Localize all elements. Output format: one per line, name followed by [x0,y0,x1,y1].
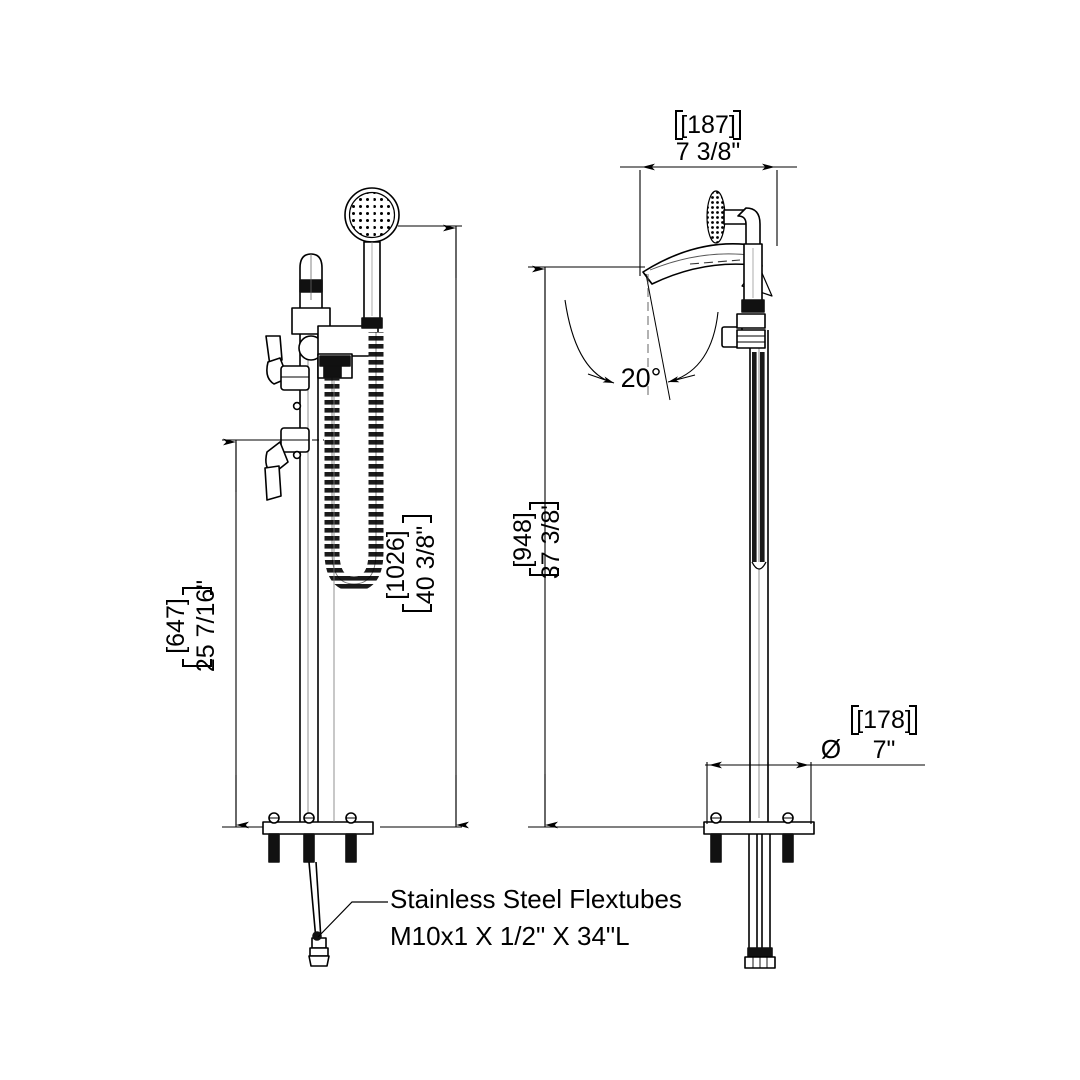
lower-lever-handle [264,427,324,501]
flextube-callout-line1: Stainless Steel Flextubes [390,884,682,914]
dim-overall-height-metric: [1026] [382,530,410,600]
side-base-bolts [710,812,794,863]
dim-spout-height-metric: [948] [509,512,537,568]
flexible-hose [323,332,384,592]
main-riser-column [299,330,319,822]
dim-handle-height-imperial: 25 7/16" [192,580,220,672]
dim-spout-height [528,265,704,829]
dim-base-diameter [705,761,925,824]
side-base-plate [703,812,815,863]
dim-base-diameter-symbol: Ø [821,734,841,764]
dim-spout-reach-metric: [187] [680,111,736,139]
upper-lever-handle [265,335,310,411]
side-flextube-assembly [744,834,776,969]
floor-mount-base-plate [262,380,374,863]
dim-handle-height [222,438,292,829]
side-elevation-view [642,190,815,969]
dim-spout-angle-value: 20° [621,363,662,393]
handshower-side [706,190,765,313]
dim-base-diameter-metric: [178] [856,706,912,734]
flextube-assembly [308,861,330,967]
handshower-wand [361,241,383,329]
dim-spout-angle [564,273,719,401]
base-bolts [268,812,357,863]
dim-spout-reach-imperial: 7 3/8" [676,138,740,166]
dim-handle-height-metric: [647] [162,598,190,654]
dim-spout-height-imperial: 37 3/8" [537,501,565,579]
dim-overall-height [380,224,469,829]
side-flexible-hose [751,352,767,570]
dim-base-diameter-imperial: 7" [873,736,896,764]
metric-brackets [182,110,917,735]
dim-overall-height-imperial: 40 3/8" [412,526,440,604]
flextube-leader-line [317,901,388,938]
flextube-callout-line2: M10x1 X 1/2" X 34"L [390,921,630,951]
diverter-knob [721,313,766,349]
handshower-head [344,187,400,243]
dim-spout-reach [620,163,797,276]
front-elevation-view [262,187,400,967]
